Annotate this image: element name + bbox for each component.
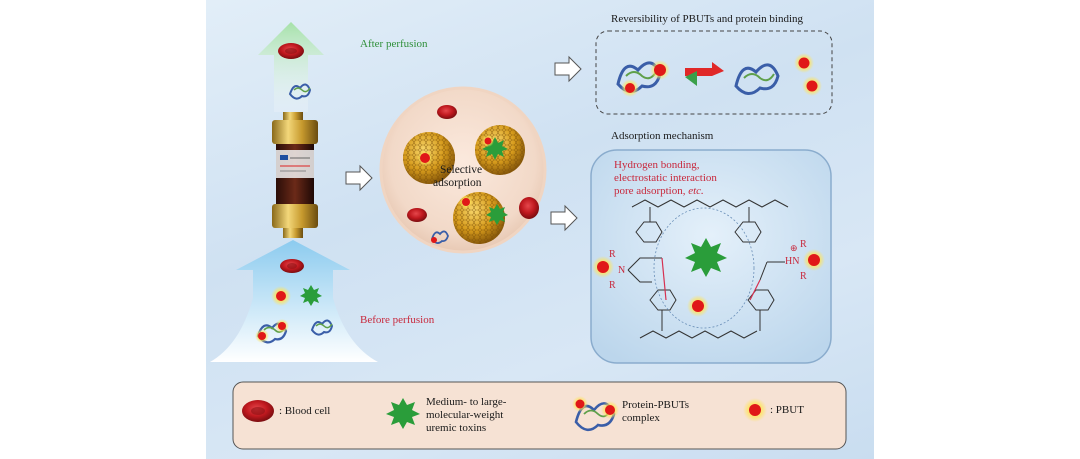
reversibility-title: Reversibility of PBUTs and protein bindi… [611,13,804,25]
mechanism-text-line3: pore adsorption, etc. [614,185,704,197]
chem-hn-label: HN [785,256,800,267]
adsorbent-bead [403,132,455,184]
after-perfusion-arrow [258,22,324,112]
pbut-dot [749,404,761,416]
toxin-star [300,285,322,306]
after-perfusion-label: After perfusion [360,38,428,50]
chem-r-label: R [800,271,807,282]
flow-arrow [554,55,582,83]
hydrogen-bond-line [661,257,667,301]
pbut-dot [276,291,286,301]
pbut-dot [597,261,609,273]
legend-toxins-label-1: Medium- to large- [426,396,507,408]
blood-cell [519,197,539,219]
protein-icon [288,83,312,100]
flow-arrow [345,164,373,192]
chem-n-label: N [618,265,626,276]
reversibility-box [595,30,833,115]
protein-icon [734,63,780,95]
mechanism-text-line2: electrostatic interaction [614,172,717,184]
selective-adsorption-label-2: adsorption [433,177,482,189]
legend-toxins-label-2: molecular-weight [426,409,504,421]
flow-arrow [550,204,578,232]
toxin-star [386,398,420,429]
legend-toxins-label-3: uremic toxins [426,422,487,434]
blood-cell [407,208,427,222]
chem-r-label: R [609,249,616,260]
legend-complex-label-2: complex [622,412,660,424]
legend-box [232,381,847,450]
blood-cell [437,105,457,119]
pbut-dot [808,254,820,266]
before-perfusion-label: Before perfusion [360,314,435,326]
before-perfusion-arrow [210,240,378,362]
protein-pbut-complex [255,319,289,344]
selective-adsorption-label-1: Selective [440,164,483,176]
legend-blood-cell-label: : Blood cell [279,405,331,417]
chem-r-label: R [800,239,807,250]
adsorbent-bead [475,125,525,175]
protein-icon [431,230,449,244]
hydrogen-bond-line [749,279,761,301]
mechanism-text-line1: Hydrogen bonding, [614,159,700,171]
adsorbent-bead [453,192,508,244]
pbut-dot [806,80,818,92]
chem-r-label: R [609,280,616,291]
pbut-dot [692,300,704,312]
pore-outline [653,207,755,329]
protein-pbut-complex [572,396,619,432]
protein-pbut-complex [616,60,670,97]
reverse-arrow [685,71,724,86]
forward-arrow [685,62,724,76]
pbut-dot [798,57,810,69]
legend-complex-label-1: Protein-PBUTs [622,399,690,411]
legend-pbut-label: : PBUT [770,404,804,416]
hemoperfusion-cartridge [272,112,318,238]
protein-icon [310,319,334,336]
chem-plus-label: ⊕ [790,243,798,253]
polymer-structure [627,199,789,339]
mechanism-title: Adsorption mechanism [611,130,714,142]
toxin-star [685,238,727,277]
